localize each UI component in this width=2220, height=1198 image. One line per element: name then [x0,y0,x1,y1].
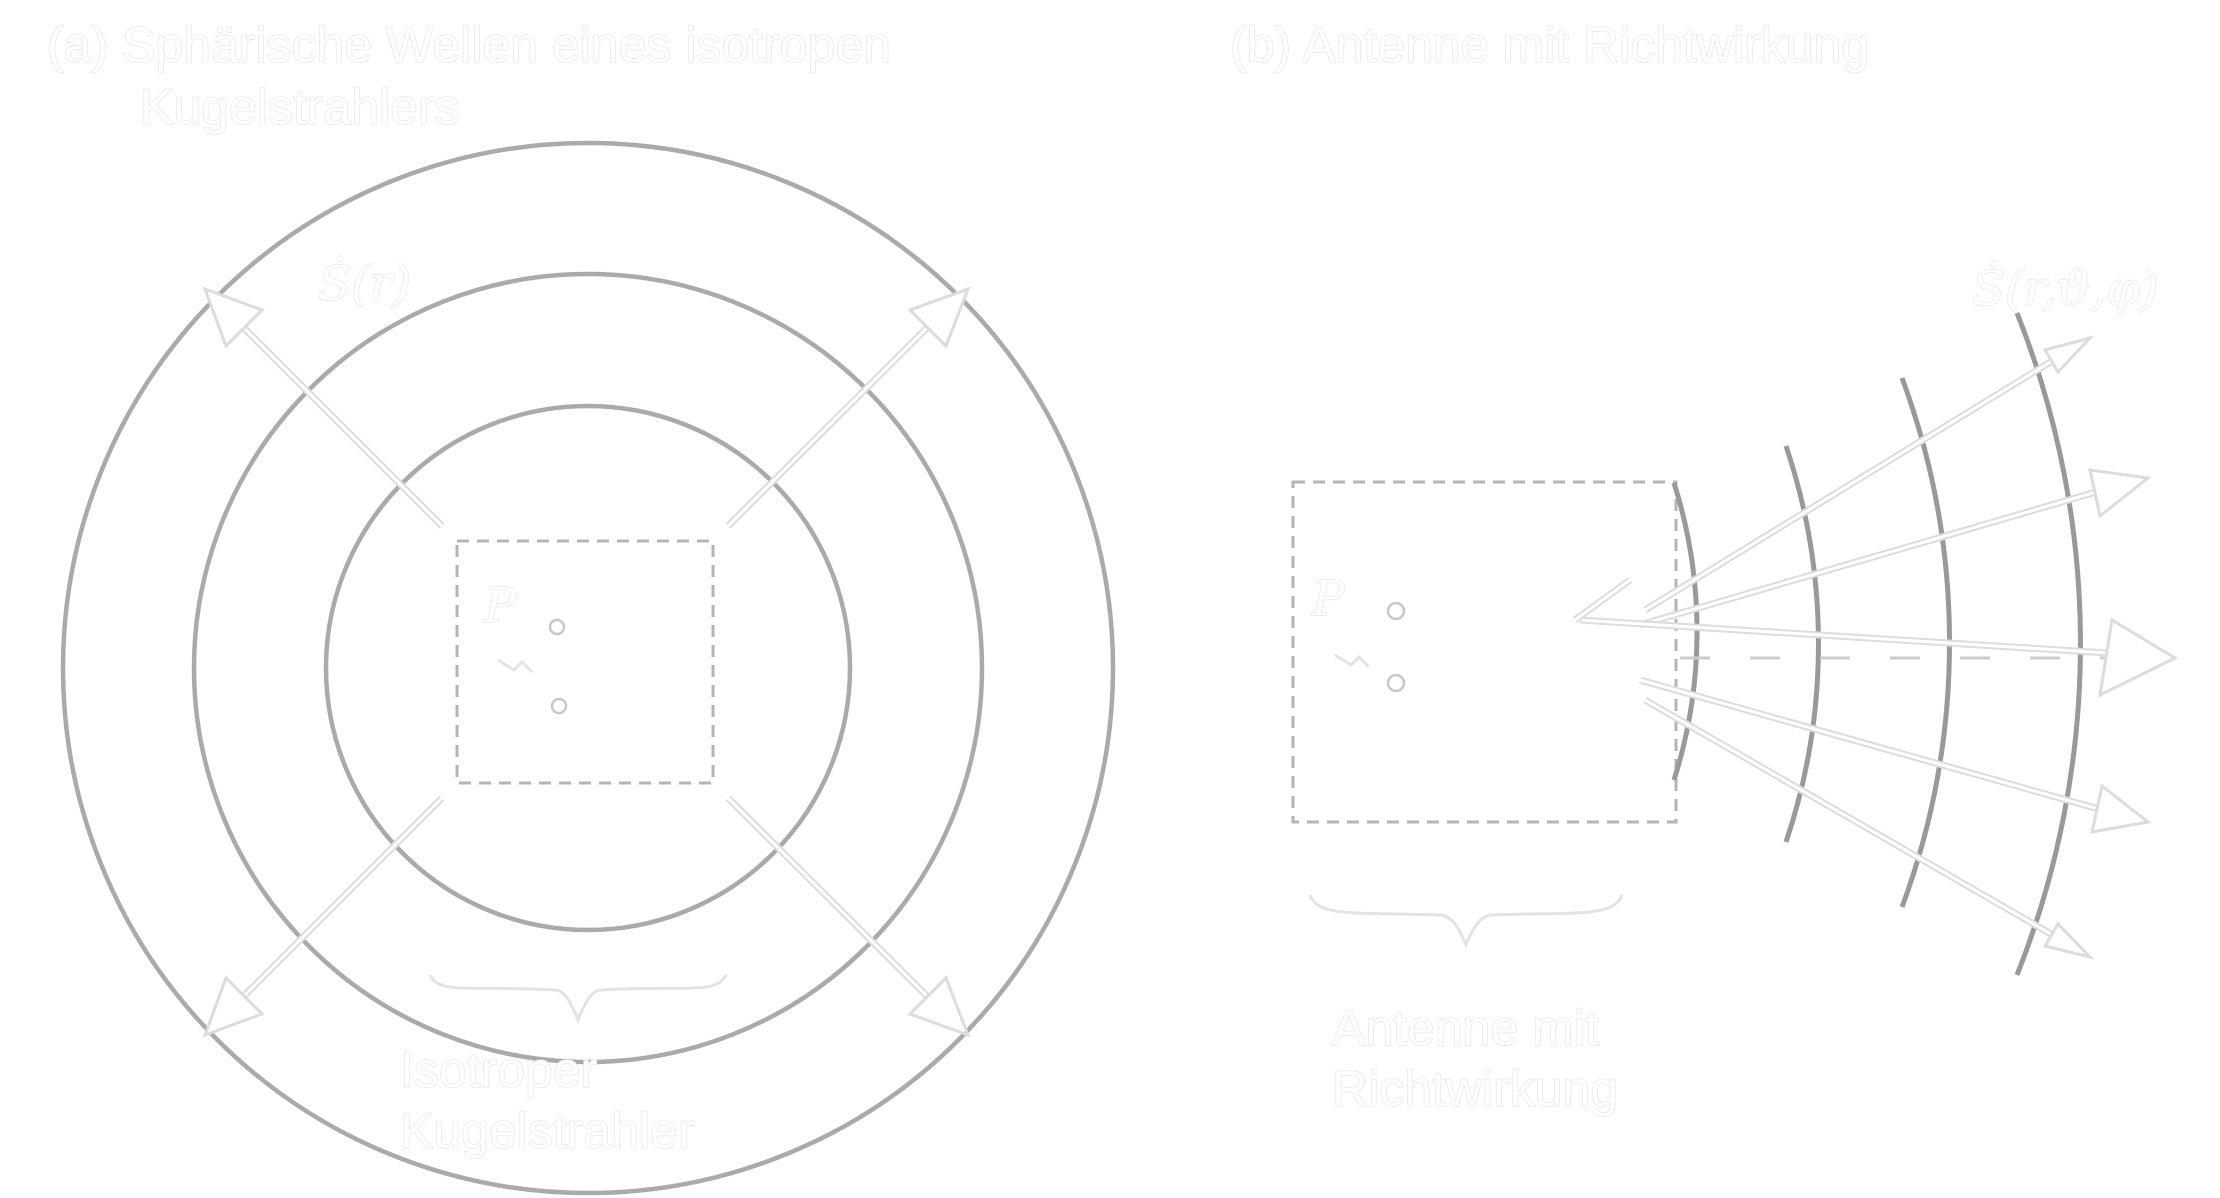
arrow-up-left [202,286,445,529]
panel-a-title-line1: (a) Sphärische Wellen eines isotropen [47,17,891,73]
source-point-b: P [1310,570,1406,693]
isotropic-radiation-arrows [202,286,971,1038]
arrow-lower-mid [1639,676,2152,834]
source-point-a: P [482,577,568,715]
poynting-vector-label-a: Ṡ(r) [318,255,411,312]
feed-terminal-upper-a [548,618,566,636]
feed-terminal-lower-b [1386,673,1406,693]
middle-spherical-wavefront [191,271,985,1065]
arrow-lower [1643,696,2095,960]
arrow-upper [1643,335,2095,613]
directional-antenna-brace [1308,894,1624,950]
arrow-center [1579,616,2179,698]
source-label-a: P [483,578,517,634]
panel-a: (a) Sphärische Wellen eines isotropen Ku… [46,16,1116,1196]
feed-terminal-lower-a [550,697,568,715]
outer-spherical-wavefront [60,140,1116,1196]
directional-antenna-box [1291,480,1678,824]
panel-a-title-line2: Kugelstrahlers [140,79,460,135]
feed-terminal-upper-b [1386,601,1406,621]
feed-mark-a [497,658,534,674]
poynting-vector-label-b: Ṡ(r,ϑ,φ) [1972,260,2158,317]
directional-antenna-label-line2: Richtwirkung [1332,1061,1618,1117]
isotropic-source-box [455,539,715,785]
source-label-b: P [1311,571,1345,627]
isotropic-radiator-label-line1: Isotroper [400,1042,597,1098]
panel-b-title: (b) Antenne mit Richtwirkung [1230,17,1869,73]
arrow-down-left [202,795,445,1038]
arrow-back-short [1572,577,1633,623]
arrow-up-right [725,286,971,529]
isotropic-radiator-label-line2: Kugelstrahler [400,1103,695,1159]
panel-b: (b) Antenne mit Richtwirkung [1229,16,2179,1118]
wavefront-4 [2014,312,2083,976]
directional-antenna-label-line1: Antenne mit [1332,1000,1599,1056]
isotropic-radiator-brace [428,974,728,1025]
arrow-down-right [725,795,971,1038]
directional-radiation-arrows [1572,335,2179,960]
wavefront-1 [1671,482,1700,781]
feed-mark-b [1334,653,1371,669]
inner-spherical-wavefront [323,403,853,933]
arrow-upper-mid [1639,468,2152,629]
